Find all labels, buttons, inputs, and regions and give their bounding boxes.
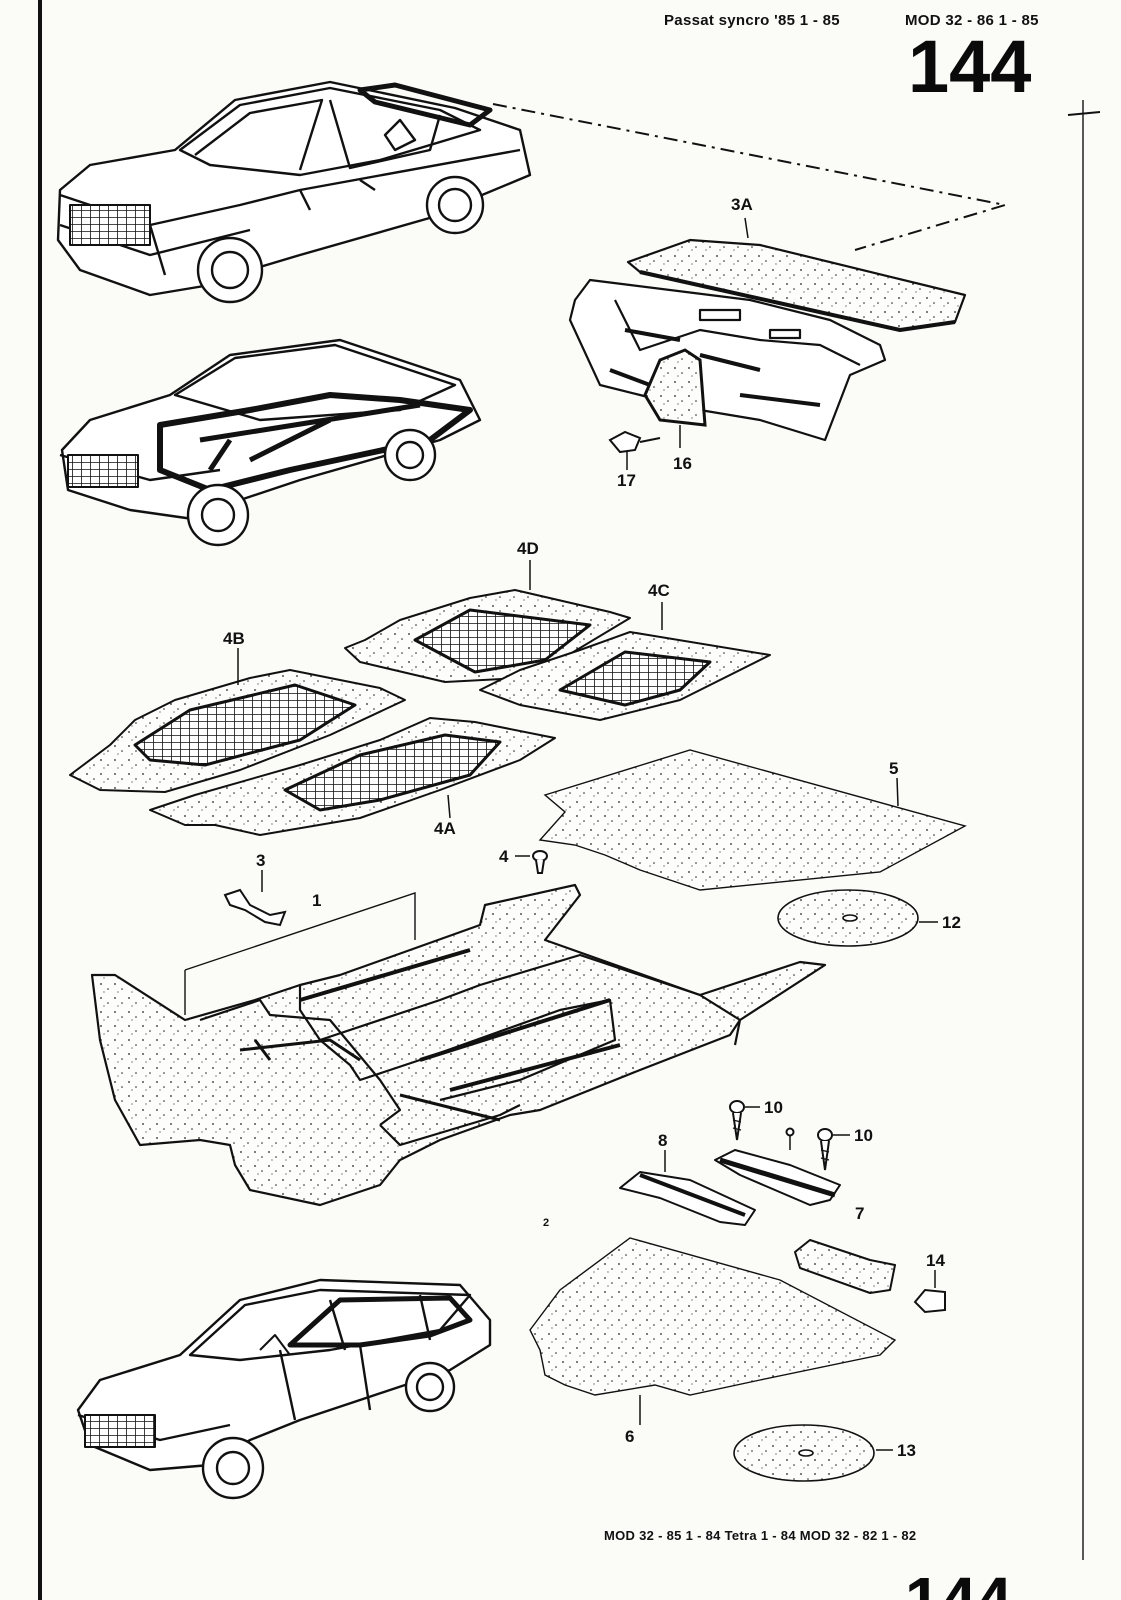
mat-5 — [538, 749, 967, 891]
callout-4A: 4A — [434, 819, 456, 838]
mat-4C — [479, 631, 771, 721]
callout-4D: 4D — [517, 539, 539, 558]
part-14-clip — [913, 1288, 946, 1314]
part-1-main-carpet — [90, 883, 827, 1207]
rear-panel — [568, 278, 887, 442]
callout-3: 3 — [256, 851, 266, 870]
callout-4B: 4B — [223, 629, 245, 648]
callout-2: 2 — [543, 1217, 550, 1229]
mod-range-label: MOD 32 - 86 1 - 85 — [905, 12, 1039, 29]
part-10-screw-right — [817, 1128, 833, 1171]
callout-7: 7 — [855, 1204, 865, 1223]
leader-1 — [184, 892, 416, 971]
part-7-lower-piece — [794, 1239, 896, 1294]
mat-4A — [149, 717, 556, 836]
part-13-disc — [733, 1424, 875, 1482]
callout-6: 6 — [625, 1427, 635, 1446]
mat-6 — [529, 1237, 897, 1396]
callout-14: 14 — [926, 1251, 945, 1270]
page-number: 144 — [908, 25, 1032, 108]
callout-10-left: 10 — [764, 1098, 783, 1117]
model-range-label: Passat syncro '85 1 - 85 — [664, 12, 840, 29]
part-3-bracket — [223, 888, 287, 927]
part-17-clip — [608, 430, 661, 454]
callout-5: 5 — [889, 759, 899, 778]
car-sedan-illustration — [56, 80, 532, 304]
callout-10-right: 10 — [854, 1126, 873, 1145]
page-number-bottom: 144 — [905, 1568, 1012, 1600]
leader-3A — [492, 103, 1006, 251]
part-12-disc — [777, 889, 919, 947]
part-10-screw-left — [729, 1100, 745, 1141]
callout-12: 12 — [942, 913, 961, 932]
callout-4C: 4C — [648, 581, 670, 600]
part-4-plug — [532, 850, 548, 874]
callout-3A: 3A — [731, 195, 753, 214]
rear-shelf-3A — [626, 238, 967, 332]
callout-17: 17 — [617, 471, 636, 490]
part-16-pad — [643, 348, 707, 427]
part-7-trim — [714, 1127, 841, 1206]
car-hatchback-illustration — [76, 1278, 492, 1500]
mat-4B — [69, 669, 406, 793]
callout-1: 1 — [312, 891, 322, 910]
footer-model-codes: MOD 32 - 85 1 - 84 Tetra 1 - 84 MOD 32 -… — [604, 1528, 917, 1543]
callout-16: 16 — [673, 454, 692, 473]
callout-13: 13 — [897, 1441, 916, 1460]
part-8-cover — [619, 1171, 756, 1226]
leader-3A-tick — [744, 217, 749, 239]
car-floor-illustration — [59, 338, 482, 547]
callout-8: 8 — [658, 1131, 668, 1150]
callout-4: 4 — [499, 847, 509, 866]
